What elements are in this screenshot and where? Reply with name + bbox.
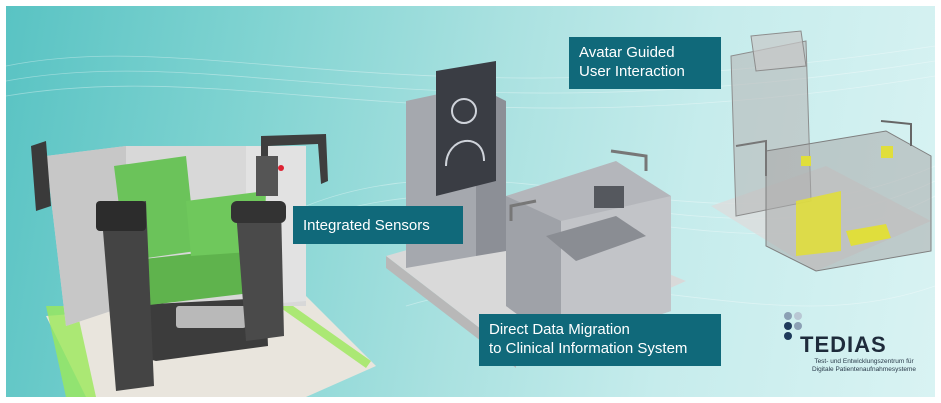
avatar-label-line-2: User Interaction [579, 63, 685, 80]
integrated-sensors-label: Integrated Sensors [293, 206, 463, 244]
background-illustration [6, 30, 935, 397]
logo-tagline-line-1: Test- und Entwicklungszentrum für [814, 358, 914, 365]
migration-label-line-2: to Clinical Information System [489, 340, 688, 357]
logo-name: TEDIAS [800, 332, 887, 357]
avatar-guided-label: Avatar Guided User Interaction [569, 37, 721, 89]
kiosk-chair [31, 134, 376, 397]
migration-label-line-1: Direct Data Migration [489, 321, 630, 338]
avatar-label-line-1: Avatar Guided [579, 44, 675, 61]
hero-image: Avatar Guided User Interaction Integrate… [6, 6, 935, 397]
tedias-logo-mark [784, 312, 802, 340]
cad-model-transparent [711, 30, 932, 272]
logo-tagline-line-2: Digitale Patientenaufnahmesysteme [811, 366, 917, 373]
logo-tagline: Test- und Entwicklungszentrum für Digita… [794, 358, 934, 374]
data-migration-label: Direct Data Migration to Clinical Inform… [479, 314, 721, 366]
